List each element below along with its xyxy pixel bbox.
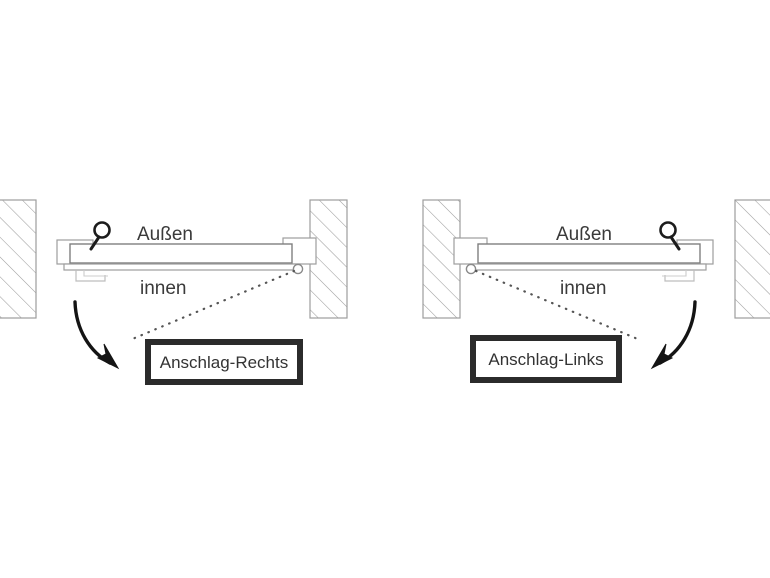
- callout-box-label: Anschlag-Links: [488, 350, 603, 369]
- anschlag-rechts-callout: Anschlag-Rechts: [145, 339, 303, 385]
- inside-label: innen: [560, 278, 607, 299]
- wall-block-right: [309, 199, 348, 319]
- door-leaf: [477, 243, 701, 264]
- door-handle-icon: [659, 221, 681, 251]
- inside-label: innen: [140, 278, 187, 299]
- door-leaf: [69, 243, 293, 264]
- door-sill-strip: [469, 263, 707, 271]
- lower-bracket-detail: [75, 270, 106, 282]
- wall-block-right: [734, 199, 770, 319]
- door-handle-icon: [89, 221, 111, 251]
- callout-box-border: [470, 335, 622, 383]
- opening-direction-arrow: [650, 300, 697, 370]
- door-assembly: [453, 237, 714, 282]
- wall-block-left: [0, 199, 37, 319]
- callout-box-border: [145, 339, 303, 385]
- opening-direction-arrow: [73, 300, 120, 370]
- outside-label: Außen: [556, 224, 612, 245]
- hinge-pivot-marker: [465, 263, 477, 275]
- lower-bracket-detail-2: [83, 270, 108, 277]
- panel-anschlag-links: Außen innen Anschlag-Links: [422, 199, 770, 383]
- door-sill-strip: [63, 263, 301, 271]
- lower-bracket-detail: [664, 270, 695, 282]
- callout-box-label: Anschlag-Rechts: [160, 353, 289, 372]
- anschlag-links-callout: Anschlag-Links: [470, 335, 622, 383]
- outside-label: Außen: [137, 224, 193, 245]
- panel-anschlag-rechts: Außen innen Anschlag-Rechts: [0, 199, 348, 385]
- hinge-pivot-marker: [292, 263, 304, 275]
- swing-leader-dotted-line: [474, 269, 642, 342]
- lower-bracket-detail-2: [662, 270, 687, 277]
- swing-leader-dotted-line: [128, 269, 296, 342]
